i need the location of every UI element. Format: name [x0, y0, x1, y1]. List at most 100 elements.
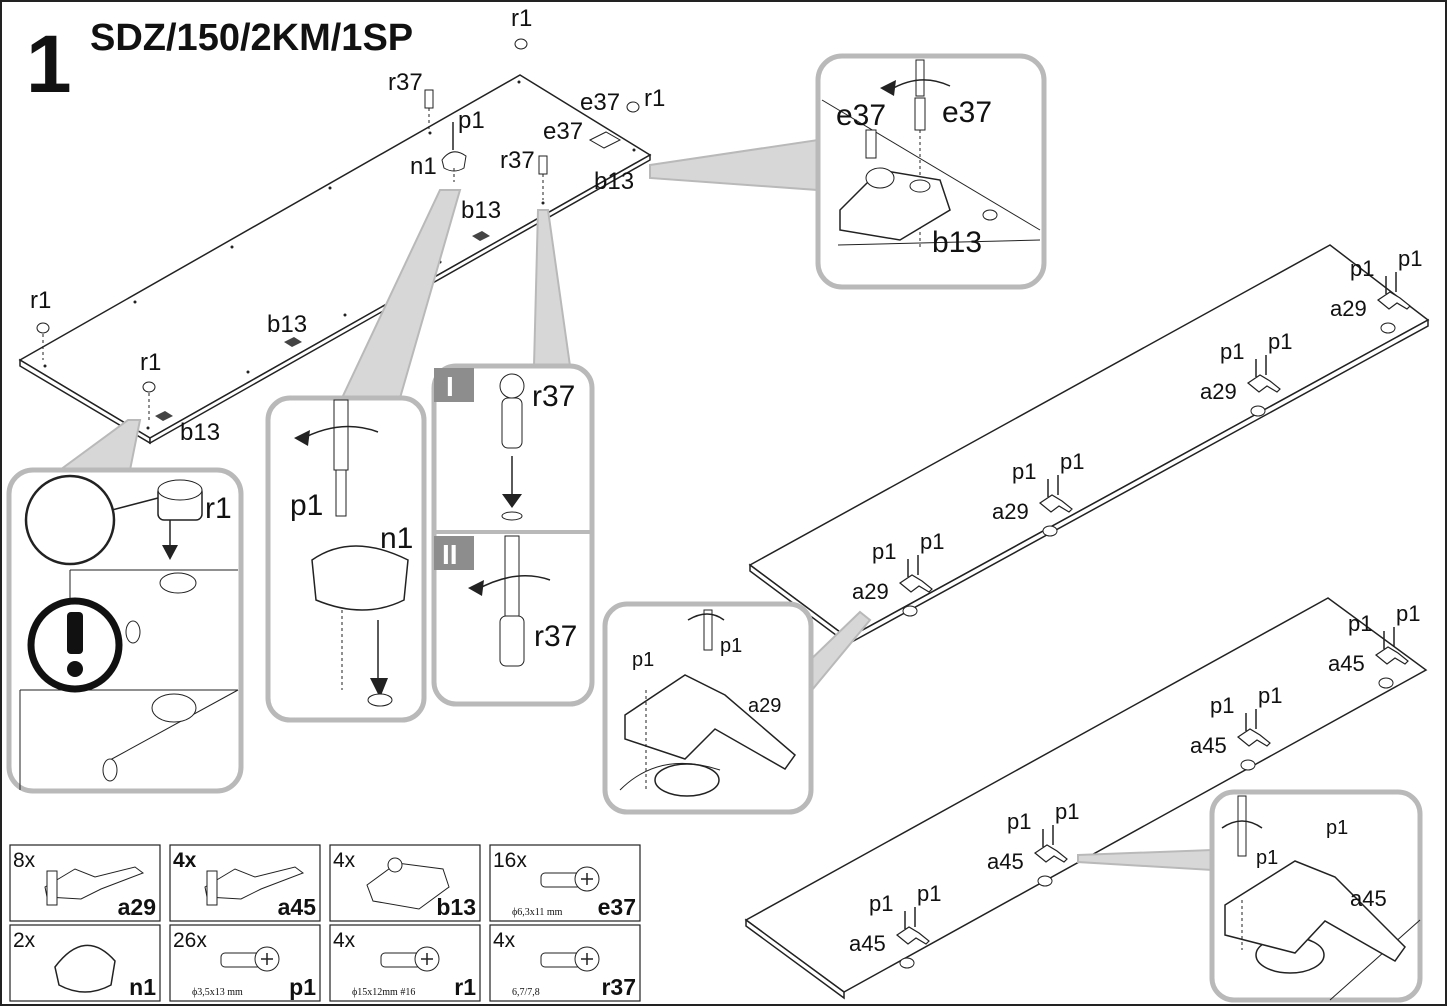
zoom-b13-callout: e37 e37 b13	[649, 53, 1047, 290]
b13-label: b13	[180, 419, 220, 446]
part-qty: 26x	[173, 929, 207, 952]
b13-label: b13	[461, 197, 501, 224]
r37-label: r37	[534, 620, 577, 653]
part-qty: 8x	[13, 849, 36, 872]
b13-label: b13	[267, 311, 307, 338]
zoom-r1-callout: r1	[6, 419, 244, 794]
part-cell-e37: 16x e37 ϕ6,3x11 mm	[489, 844, 641, 922]
a45-hinge-icon	[895, 926, 930, 945]
zoom-a45-callout: p1 p1 a45	[1077, 789, 1423, 1003]
p1-label: p1	[1396, 601, 1420, 626]
part-spec: ϕ6,3x11 mm	[512, 907, 563, 918]
part-code: n1	[129, 974, 156, 1000]
p1-label: p1	[872, 539, 896, 564]
r1-label: r1	[140, 349, 161, 376]
step-i-label: I	[446, 371, 454, 402]
product-code: SDZ/150/2KM/1SP	[90, 17, 413, 59]
p1-label: p1	[920, 529, 944, 554]
hole-icon	[1037, 875, 1053, 887]
b13-plate-icon	[155, 131, 622, 421]
part-qty: 16x	[493, 849, 527, 872]
part-qty: 2x	[13, 929, 36, 952]
hole-icon	[899, 957, 915, 969]
p1-label: p1	[1350, 256, 1374, 281]
p1-label: p1	[1348, 611, 1372, 636]
a29-hinge-icon	[898, 574, 933, 593]
n1-bracket-icon	[441, 122, 467, 182]
zoom-n1-callout: p1 n1	[265, 189, 462, 723]
door-panel-a45	[744, 597, 1428, 1000]
part-cell-r37: 4x r37 6,7/7,8	[489, 924, 641, 1002]
p1-label: p1	[869, 891, 893, 916]
r37-pin-icon	[424, 89, 548, 200]
part-qty: 4x	[333, 849, 356, 872]
e37-label: e37	[543, 118, 583, 145]
a45-hinge-icon	[1236, 728, 1271, 747]
part-cell-n1: 2x n1	[9, 924, 161, 1002]
r1-label: r1	[644, 85, 665, 112]
e37-part-icon	[540, 866, 600, 892]
r1-cam-icon	[36, 38, 640, 420]
hole-icon	[902, 605, 918, 617]
hinge-group: p1 p1 a45	[1190, 683, 1282, 771]
b13-label: b13	[932, 226, 982, 259]
step-ii-badge	[434, 536, 474, 570]
p1-label: p1	[1258, 683, 1282, 708]
a29-label: a29	[852, 579, 889, 604]
hole-icon	[1380, 322, 1396, 334]
p1-label: p1	[1007, 809, 1031, 834]
n1-label: n1	[410, 153, 437, 180]
b13-part-icon	[366, 857, 450, 910]
p1-label: p1	[458, 107, 485, 134]
r37-label: r37	[388, 69, 423, 96]
part-code: r37	[601, 974, 636, 1000]
a29-hinge-icon	[1246, 374, 1281, 393]
a29-label: a29	[1200, 379, 1237, 404]
a45-hinge-icon	[1033, 844, 1068, 863]
r1-label: r1	[511, 5, 532, 32]
p1-label: p1	[1060, 449, 1084, 474]
n1-label: n1	[380, 522, 413, 555]
part-spec: ϕ15x12mm #16	[352, 987, 415, 998]
part-qty: 4x	[493, 929, 516, 952]
n1-part-icon	[54, 944, 116, 993]
e37-label: e37	[580, 89, 620, 116]
p1-label: p1	[632, 649, 654, 671]
a29-label: a29	[992, 499, 1029, 524]
p1-label: p1	[290, 489, 323, 522]
part-code: e37	[598, 894, 636, 920]
p1-label: p1	[1210, 693, 1234, 718]
p1-label: p1	[1398, 246, 1422, 271]
r37-label: r37	[532, 380, 575, 413]
step-number: 1	[26, 19, 72, 110]
part-spec: 6,7/7,8	[512, 987, 540, 998]
hole-icon	[1240, 759, 1256, 771]
part-code: a45	[278, 894, 317, 920]
a29-part-icon	[44, 866, 145, 906]
a45-part-icon	[204, 866, 305, 906]
step-ii-label: II	[442, 539, 458, 570]
hinge-group: p1 p1 a29	[852, 529, 944, 617]
a45-label: a45	[1190, 733, 1227, 758]
hole-icon	[1042, 525, 1058, 537]
part-code: r1	[454, 974, 476, 1000]
a29-hinge-icon	[1038, 494, 1073, 513]
r1-label: r1	[205, 492, 232, 525]
r1-part-icon	[380, 946, 440, 972]
step-i-badge	[434, 368, 474, 402]
p1-label: p1	[1268, 329, 1292, 354]
zoom-a29-callout: p1 p1 a29	[602, 601, 872, 815]
p1-part-icon	[220, 946, 280, 972]
